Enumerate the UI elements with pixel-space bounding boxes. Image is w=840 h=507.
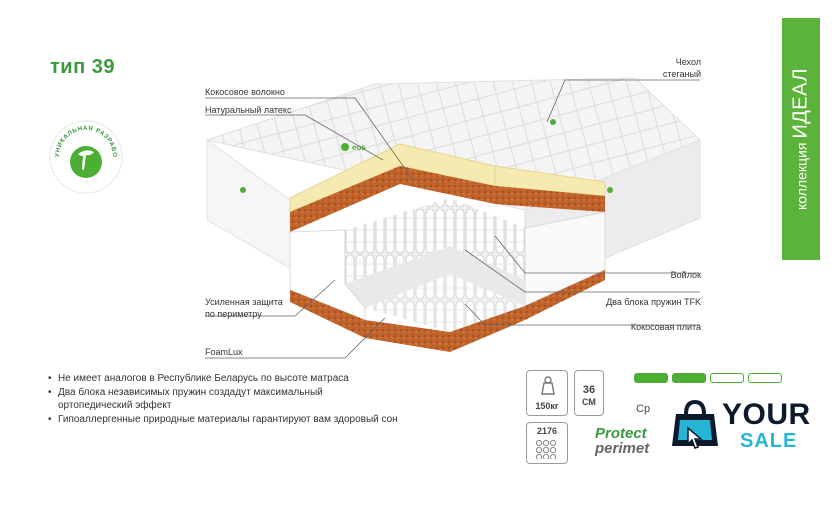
- firmness-step: [710, 373, 744, 383]
- collection-bar: коллекция ИДЕАЛ: [782, 18, 820, 260]
- label-natural-latex: Натуральный латекс: [205, 105, 292, 115]
- page-title: тип 39: [50, 56, 115, 78]
- spring-grid-icon: [535, 439, 557, 459]
- springs-count: 2176: [536, 426, 558, 436]
- weight-icon: [541, 376, 555, 395]
- height-unit: СМ: [582, 397, 596, 407]
- mattress-illustration: eos Кокосовое волокно Натуральный латекс…: [195, 57, 715, 370]
- height-spec: 36 СМ: [574, 370, 604, 416]
- protect-line1: Protect: [595, 425, 647, 442]
- watermark-sale: SALE: [740, 430, 798, 452]
- label-cover-line1: Чехол: [675, 57, 701, 67]
- label-felt: Войлок: [670, 270, 701, 280]
- brand-text: eos: [352, 143, 366, 152]
- unique-development-badge: УНИКАЛЬНАЯ РАЗРАБОТКА: [44, 113, 125, 196]
- firmness-step: [634, 373, 668, 383]
- label-coconut-plate: Кокосовая плита: [630, 322, 701, 332]
- label-cover-line2: стеганый: [662, 69, 701, 79]
- collection-word: коллекция: [793, 142, 810, 210]
- spec-icons: 150кг 36 СМ 2176 Protect perimet Ср: [526, 368, 826, 468]
- height-value: 36: [582, 384, 596, 396]
- firmness-step: [748, 373, 782, 383]
- weight-value: 150кг: [535, 401, 559, 411]
- label-perimeter: Усиленная защита по периметру: [205, 296, 283, 320]
- label-cover: Чехол стеганый: [595, 56, 701, 80]
- firmness-label: Ср: [636, 403, 651, 415]
- label-perimeter-line2: по периметру: [205, 309, 262, 319]
- protect-perimeter: Protect perimet: [595, 426, 649, 456]
- shopping-bag-icon: [672, 399, 718, 449]
- feature-item: Не имеет аналогов в Республике Беларусь …: [48, 372, 398, 385]
- watermark-your: YOUR: [722, 398, 811, 431]
- feature-item: Два блока независимых пружин создадут ма…: [48, 386, 398, 412]
- protect-line2: perimet: [595, 440, 650, 457]
- label-springs: Два блока пружин TFK: [606, 297, 701, 307]
- firmness-step: [672, 373, 706, 383]
- springs-spec: 2176: [526, 422, 568, 464]
- your-sale-watermark: YOUR SALE: [666, 398, 830, 462]
- label-perimeter-line1: Усиленная защита: [205, 297, 283, 307]
- label-coconut-fiber: Кокосовое волокно: [205, 87, 285, 97]
- label-foamlux: FoamLux: [205, 347, 243, 357]
- weight-spec: 150кг: [526, 370, 568, 416]
- brand-logo-icon: eos: [341, 143, 366, 152]
- feature-list: Не имеет аналогов в Республике Беларусь …: [48, 372, 398, 427]
- collection-name: ИДЕАЛ: [789, 68, 812, 139]
- feature-item: Гипоаллергенные природные материалы гара…: [48, 413, 398, 426]
